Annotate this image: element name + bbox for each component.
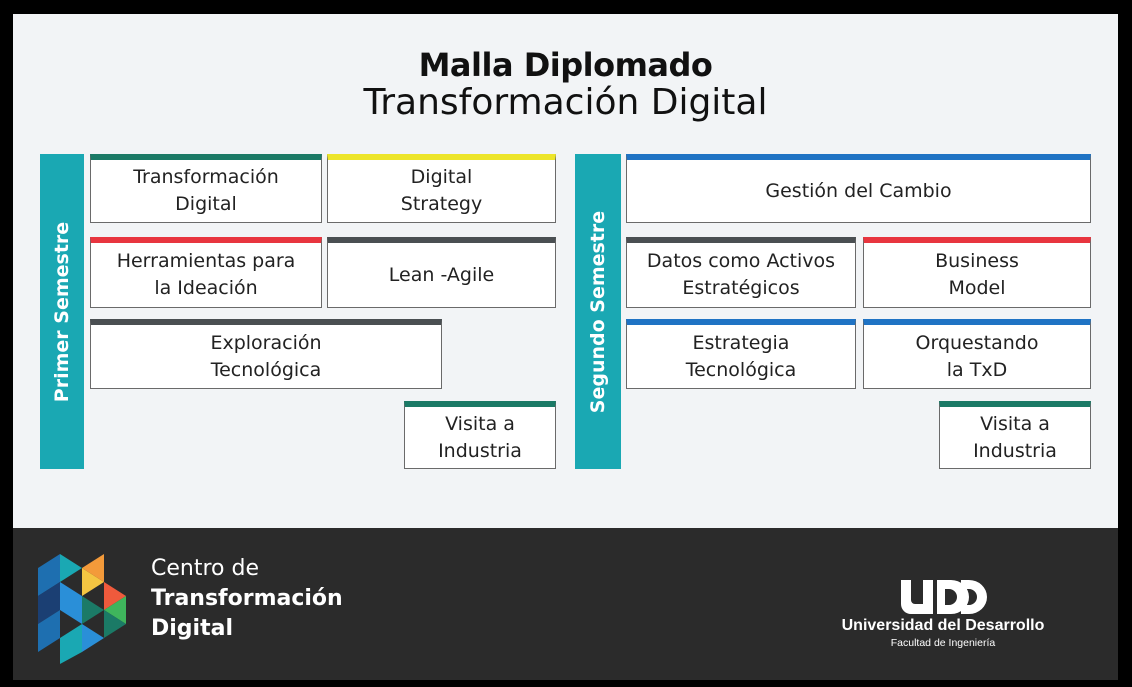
udd-name: Universidad del Desarrollo bbox=[841, 617, 1045, 634]
course-box-visita-industria-2: Visita a Industria bbox=[939, 401, 1091, 469]
semester-1-label: Primer Semestre bbox=[51, 221, 74, 402]
course-line1: Lean -Agile bbox=[388, 263, 495, 286]
ctd-logo-icon bbox=[38, 554, 126, 664]
course-line2: la TxD bbox=[946, 358, 1008, 381]
course-line1: Gestión del Cambio bbox=[765, 179, 952, 202]
semester-2-label-bar: Segundo Semestre bbox=[575, 154, 621, 469]
page-title: Transformación Digital bbox=[363, 82, 768, 123]
footer: Centro de Transformación Digital Univers… bbox=[13, 528, 1118, 680]
course-line2: Tecnológica bbox=[210, 358, 322, 381]
title-bold: Malla Diplomado bbox=[418, 46, 713, 84]
course-line1: Estrategia bbox=[692, 331, 790, 354]
course-line2: la Ideación bbox=[154, 277, 258, 299]
course-box-lean-agile: Lean -Agile bbox=[327, 237, 556, 308]
curriculum-slide: Malla Diplomado Transformación Digital P… bbox=[13, 14, 1118, 680]
semester-2-label: Segundo Semestre bbox=[587, 210, 609, 413]
course-line2: Industria bbox=[973, 439, 1057, 462]
ctd-line1: Centro de bbox=[151, 556, 259, 581]
ctd-line3: Digital bbox=[151, 616, 233, 641]
course-box-visita-industria-1: Visita a Industria bbox=[404, 401, 556, 469]
udd-faculty: Facultad de Ingeniería bbox=[890, 637, 996, 649]
course-line1: Business bbox=[935, 250, 1019, 272]
course-line2: Digital bbox=[175, 193, 237, 215]
udd-logo-icon bbox=[901, 580, 987, 614]
course-box-orquestando-txd: Orquestando la TxD bbox=[863, 319, 1091, 389]
course-box-herramientas-ideacion: Herramientas para la Ideación bbox=[90, 237, 322, 308]
course-line1: Visita a bbox=[980, 412, 1050, 435]
course-line1: Datos como Activos bbox=[646, 250, 836, 272]
course-line1: Herramientas para bbox=[116, 250, 296, 272]
course-line2: Industria bbox=[438, 439, 522, 462]
course-line1: Digital bbox=[410, 166, 473, 188]
course-line2: Strategy bbox=[400, 193, 483, 215]
course-line1: Transformación bbox=[133, 166, 279, 188]
course-line2: Tecnológica bbox=[685, 358, 797, 381]
ctd-name: Centro de Transformación Digital bbox=[151, 554, 343, 644]
course-box-gestion-cambio: Gestión del Cambio bbox=[626, 154, 1091, 223]
course-line1: Exploración bbox=[210, 331, 322, 354]
ctd-line2: Transformación bbox=[151, 586, 343, 611]
course-line2: Estratégicos bbox=[682, 277, 800, 299]
course-line2: Model bbox=[948, 277, 1006, 299]
semester-1-label-bar: Primer Semestre bbox=[40, 154, 84, 469]
course-line1: Visita a bbox=[445, 412, 515, 435]
course-line1: Orquestando bbox=[915, 331, 1039, 354]
